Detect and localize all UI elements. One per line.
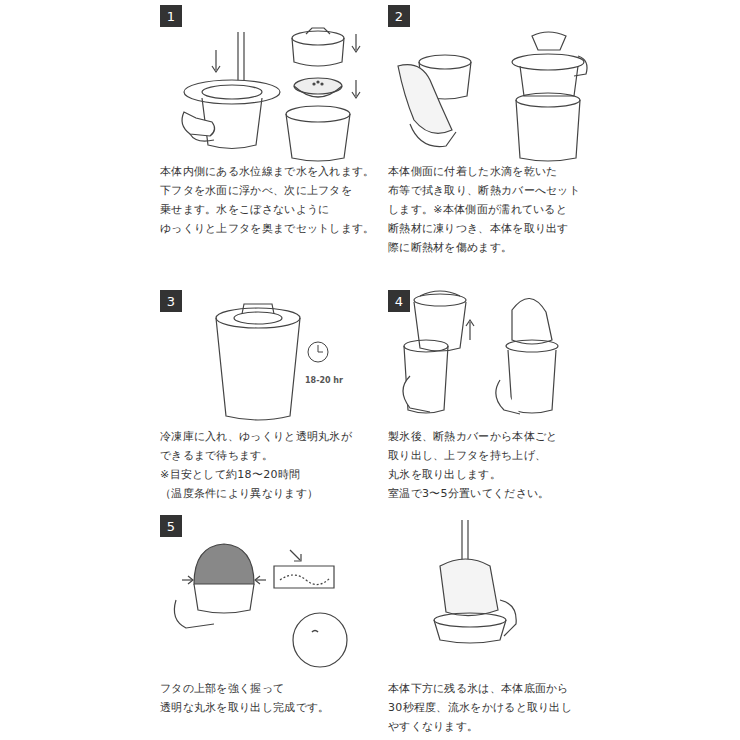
- instruction-text: やすくなります。: [388, 718, 478, 736]
- instruction-text: 際に断熱材を傷めます。: [388, 239, 512, 257]
- instruction-text: 室温で3〜5分置いてください。: [388, 485, 550, 503]
- instruction-text: 下フタを水面に浮かべ、次に上フタを: [160, 182, 352, 200]
- instruction-text: 30秒程度、流水をかけると取り出し: [388, 699, 572, 717]
- ball-illustration: [174, 544, 347, 667]
- instruction-text: 製氷後、断熱カバーから本体ごと: [388, 428, 558, 446]
- instruction-text: 本体側面に付着した水滴を乾いた: [388, 163, 558, 181]
- step-number: 2: [388, 5, 410, 27]
- instruction-text: 本体内側にある水位線まで水を入れます。: [160, 163, 375, 181]
- instruction-text: 布等で拭き取り、断熱カバーへセット: [388, 182, 580, 200]
- step-number-text: 3: [167, 295, 175, 308]
- lid-illustration: [286, 28, 360, 161]
- instruction-text: 冷凍庫に入れ、ゆっくりと透明丸氷が: [160, 428, 352, 446]
- step-number-text: 5: [167, 520, 175, 533]
- instruction-text: します。※本体側面が濡れていると: [388, 201, 567, 219]
- time-label: 18-20 hr: [305, 372, 343, 390]
- instruction-text: （温度条件により異なります）: [160, 485, 318, 503]
- rinse-illustration: [434, 520, 516, 643]
- instruction-text: 取り出し、上フタを持ち上げ、: [388, 447, 546, 465]
- step-number-text: 2: [395, 10, 403, 23]
- step-number: 5: [160, 515, 182, 537]
- instruction-text: 丸氷を取り出します。: [388, 466, 501, 484]
- step-number: 3: [160, 290, 182, 312]
- pouring-illustration: [182, 32, 280, 149]
- instruction-text: ※目安として約18〜20時間: [160, 466, 300, 484]
- instruction-text: ゆっくりと上フタを奥までセットします。: [160, 220, 375, 238]
- step-number: 4: [388, 290, 410, 312]
- instruction-text: 本体下方に残る氷は、本体底面から: [388, 680, 569, 698]
- instruction-text: 透明な丸氷を取り出し完成です。: [160, 699, 330, 717]
- instruction-text: フタの上部を強く握って: [160, 680, 284, 698]
- instruction-text: 断熱材に凍りつき、本体を取り出す: [388, 220, 569, 238]
- wiping-illustration: [398, 32, 587, 161]
- freezing-illustration: [216, 304, 328, 420]
- lifting-illustration: [403, 291, 558, 414]
- step-number-text: 4: [395, 295, 403, 308]
- step-number: 1: [160, 5, 182, 27]
- instruction-text: できるまで待ちます。: [160, 447, 273, 465]
- instruction-text: 乗せます。水をこぼさないように: [160, 201, 330, 219]
- step-number-text: 1: [167, 10, 175, 23]
